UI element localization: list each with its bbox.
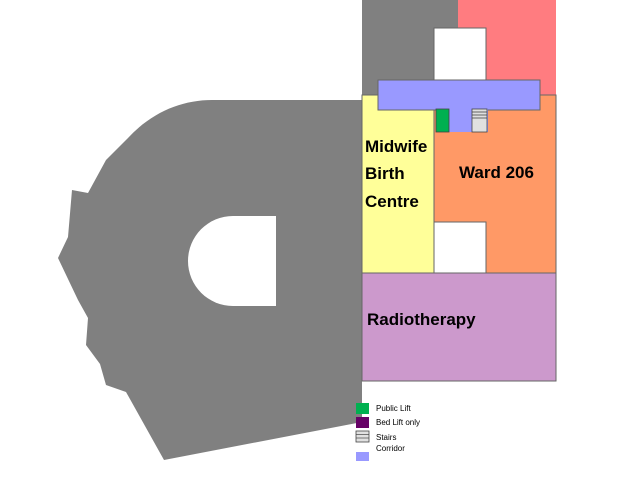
bed-lift-swatch (356, 417, 369, 428)
courtyard (188, 216, 276, 306)
map-legend: Public Lift Bed Lift only Stairs Corrido… (355, 403, 420, 461)
stairs-marker[interactable] (471, 108, 488, 133)
legend-label-corridor: Corridor (376, 444, 405, 453)
corridor-swatch (356, 452, 369, 461)
legend-label-bed-lift: Bed Lift only (376, 418, 420, 427)
stairs-swatch (355, 430, 370, 443)
room-midwife-birth-centre[interactable] (361, 94, 435, 274)
legend-label-public-lift: Public Lift (376, 404, 411, 413)
ward-206-label: Ward 206 (459, 163, 534, 182)
public-lift-marker[interactable] (435, 108, 450, 133)
corridor[interactable] (377, 79, 541, 111)
void-bottom (433, 221, 487, 275)
midwife-label-line1: Midwife (365, 137, 427, 156)
public-lift-swatch (356, 403, 369, 414)
radiotherapy-label: Radiotherapy (367, 310, 476, 329)
room-radiotherapy[interactable] (361, 272, 557, 382)
midwife-label-line3: Centre (365, 192, 419, 211)
midwife-label-line2: Birth (365, 164, 405, 183)
legend-label-stairs: Stairs (376, 433, 396, 442)
void-top (433, 27, 487, 81)
